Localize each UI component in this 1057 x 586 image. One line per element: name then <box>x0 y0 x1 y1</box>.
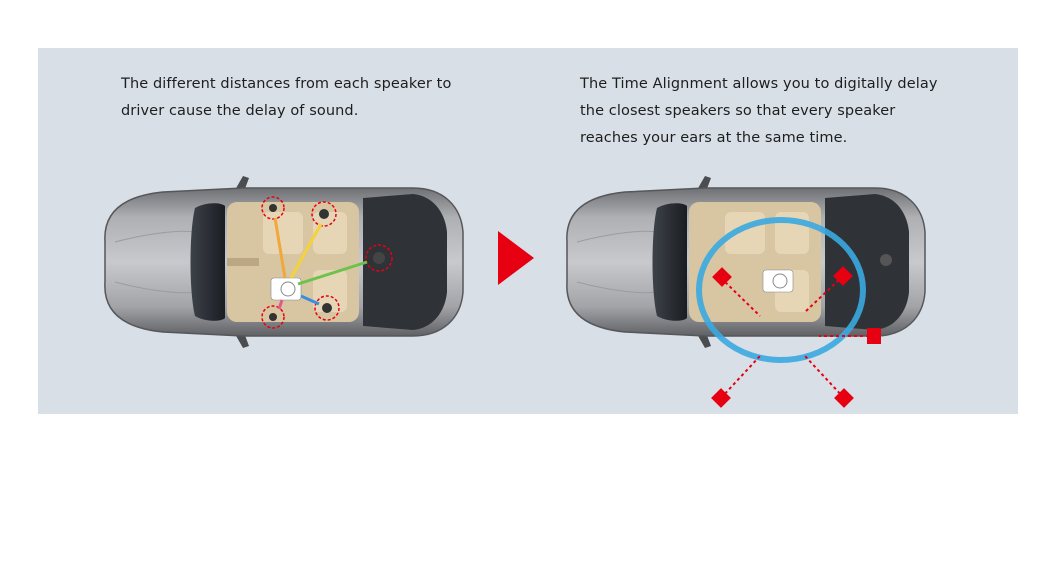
driver-icon <box>763 270 793 292</box>
car-top-view-before <box>93 172 473 352</box>
right-caption-line-1: The Time Alignment allows you to digital… <box>580 71 950 98</box>
car-top-view-after <box>555 172 935 422</box>
right-caption-line-2: the closest speakers so that every speak… <box>580 98 950 125</box>
left-caption-line-2: driver cause the delay of sound. <box>121 98 466 125</box>
windshield <box>653 203 688 321</box>
driver-icon <box>271 278 301 300</box>
speaker-icon <box>880 254 892 266</box>
triangle-right-icon <box>498 231 534 285</box>
windshield <box>191 203 226 321</box>
right-caption-line-3: reaches your ears at the same time. <box>580 125 950 152</box>
left-caption-line-1: The different distances from each speake… <box>121 71 466 98</box>
delay-arrow <box>805 356 854 408</box>
left-caption: The different distances from each speake… <box>121 71 466 125</box>
rear-deck <box>825 194 909 330</box>
comparison-panel: The different distances from each speake… <box>38 48 1018 414</box>
right-caption: The Time Alignment allows you to digital… <box>580 71 950 152</box>
delay-arrow <box>711 356 760 408</box>
